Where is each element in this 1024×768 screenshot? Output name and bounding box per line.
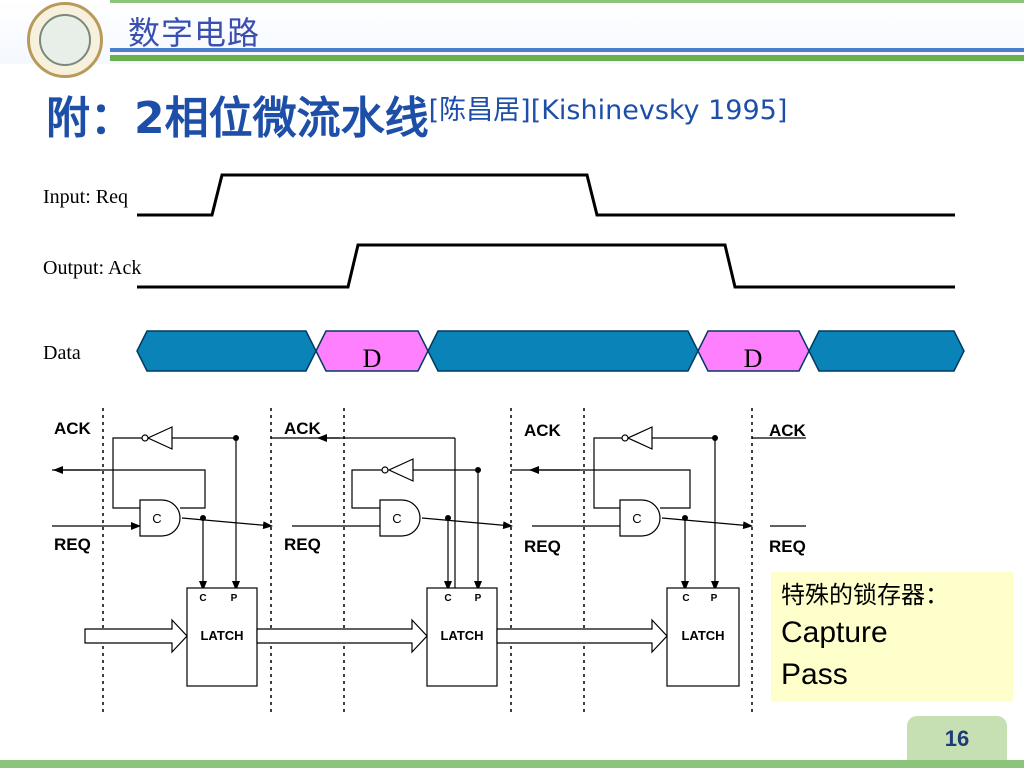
latch-block [426,587,498,687]
data-bus-segment [808,330,965,372]
inverter-bubble-icon [381,466,389,474]
latch-block [186,587,258,687]
data-transfer-arrow [256,618,428,654]
c-element-label: C [152,511,161,526]
ack-label: ACK [284,419,322,438]
slide-title-main: 附：2相位微流水线 [46,93,429,144]
header-band [0,0,1024,64]
latch-pin-c: C [682,593,689,604]
latch-pin-c: C [199,593,206,604]
header-green-stripe [110,55,1024,61]
header-top-stripe [110,0,1024,3]
latch-label: LATCH [200,628,243,643]
inverter-bubble-icon [141,434,149,442]
c-element-label: C [632,511,641,526]
ack-label: ACK [54,419,92,438]
data-bus-segment [427,330,699,372]
note-line-3: Pass [781,658,848,691]
data-input-arrow [84,618,188,654]
junction-dots [200,435,718,521]
inverter-icon [387,458,414,482]
circuit-wiring [52,437,806,591]
output-ack-label: Output: Ack [43,257,142,279]
latch-pin-p: P [231,593,238,604]
note-line-1: 特殊的锁存器： [781,581,949,609]
inverter-icon [626,426,653,450]
logo-emblem [39,14,91,66]
data-marker-label: D [744,344,763,373]
latch-label: LATCH [440,628,483,643]
latch-pin-c: C [444,593,451,604]
note-line-2: Capture [781,616,888,649]
output-ack-waveform [137,243,955,289]
req-label: REQ [524,537,561,556]
stage-separators [102,408,753,716]
data-label: Data [43,342,81,364]
university-logo [27,2,103,78]
req-label: REQ [284,535,321,554]
c-element-gate [619,499,661,537]
data-transfer-arrow [496,618,668,654]
inverter-icon [146,426,173,450]
latch-block [666,587,740,687]
ack-label: ACK [524,421,562,440]
course-title: 数字电路 [128,14,261,52]
ack-label: ACK [769,421,807,440]
input-req-waveform [137,173,955,217]
inverter-bubble-icon [621,434,629,442]
latch-pin-p: P [711,593,718,604]
slide-title: 附：2相位微流水线[陈昌居][Kishinevsky 1995] [46,82,787,146]
latch-label: LATCH [681,628,724,643]
slide-title-reference: [陈昌居][Kishinevsky 1995] [428,95,788,126]
header-blue-stripe [110,48,1024,52]
footer-stripe [0,760,1024,768]
data-marker-label: D [363,344,382,373]
page-number: 16 [907,716,1007,760]
req-label: REQ [769,537,806,556]
c-element-gate [139,499,181,537]
c-element-gate [379,499,421,537]
data-bus-segment [136,330,317,372]
latch-pin-p: P [475,593,482,604]
input-req-label: Input: Req [43,186,128,208]
c-element-label: C [392,511,401,526]
latch-note-box: 特殊的锁存器： Capture Pass [771,572,1013,702]
req-label: REQ [54,535,91,554]
